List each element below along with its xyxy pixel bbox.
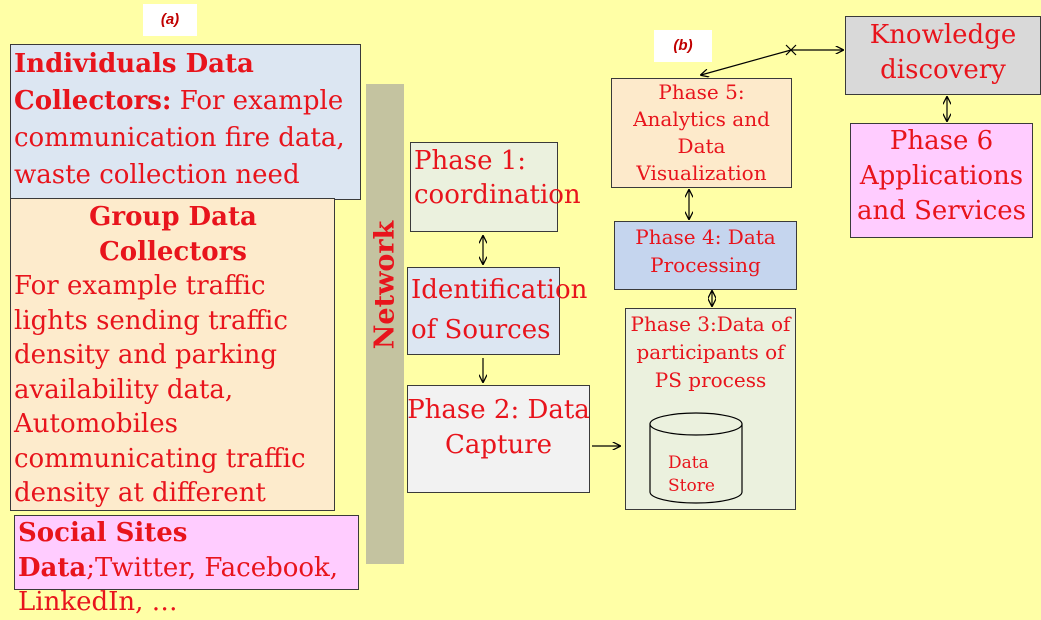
phase3-text: Phase 3:Data of participants of PS proce…: [630, 312, 791, 392]
knowledge-box: [845, 16, 1041, 95]
knowledge-text: Knowledge discovery: [869, 20, 1017, 85]
individuals-box: [10, 44, 361, 200]
phase2-text: Phase 2: Data Capture: [407, 395, 590, 460]
data-store-cylinder: [649, 412, 743, 504]
arrow-phase5-knowledge: [701, 50, 843, 75]
phase4-box: [614, 221, 797, 290]
phase1-box: [410, 142, 558, 232]
connector-cross-mark: [785, 44, 797, 56]
social-title: Social Sites Data: [18, 518, 188, 583]
social-box: [14, 515, 359, 590]
phase2-box: [407, 385, 590, 493]
identification-box: [407, 267, 560, 355]
phase4-text: Phase 4: Data Processing: [635, 225, 776, 277]
panel-a-label: (a): [143, 4, 197, 36]
group-box: [10, 198, 335, 511]
connectors-layer: [0, 44, 1041, 504]
individuals-title: Individuals Data Collectors:: [14, 49, 254, 116]
phase5-text: Phase 5: Analytics and Data Visualizatio…: [633, 80, 770, 185]
group-title: Group Data Collectors: [89, 202, 257, 267]
phase1-text: Phase 1: coordination: [414, 146, 581, 210]
identification-text: Identification of Sources: [411, 275, 588, 345]
phase6-box: [850, 123, 1033, 238]
phase6-text: Phase 6 Applications and Services: [856, 126, 1027, 226]
individuals-text: Individuals Data Collectors: For example…: [14, 46, 359, 231]
data-store-label: Data Store: [668, 453, 715, 496]
network-bar: [366, 84, 404, 564]
phase5-box: [611, 78, 792, 188]
